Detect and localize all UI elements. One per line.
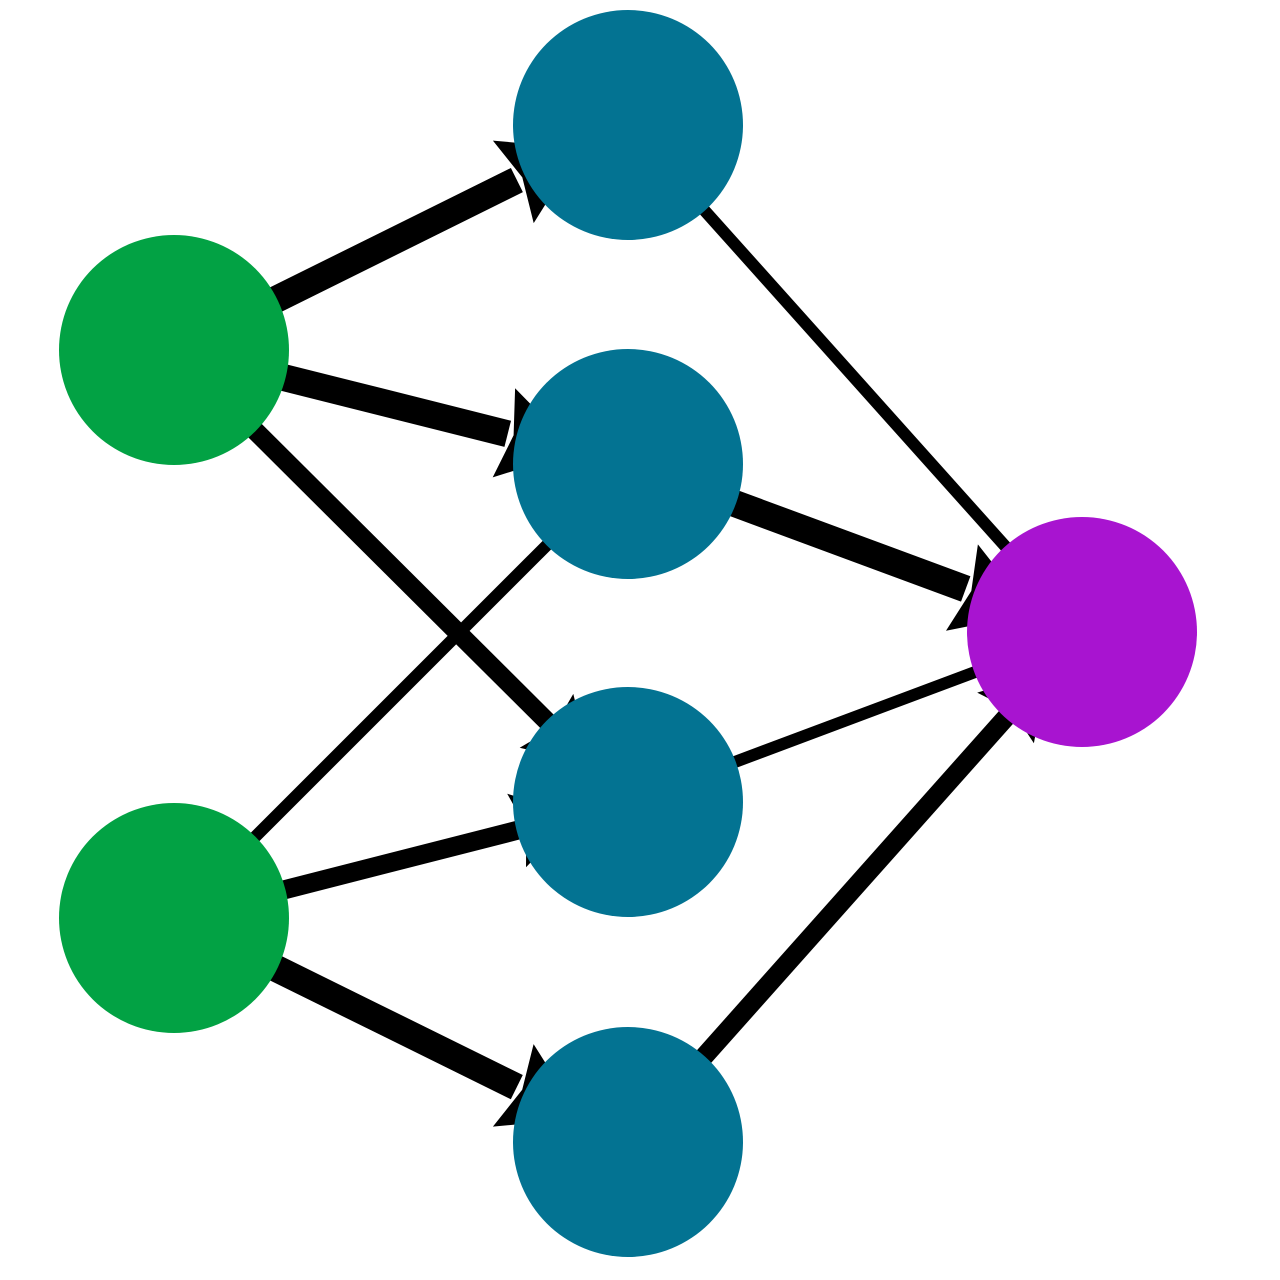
node-input-1 (59, 235, 289, 465)
edge-line (274, 362, 512, 447)
node-output-1 (967, 517, 1197, 747)
edge-line (694, 200, 1022, 564)
edge-line (263, 953, 523, 1100)
edge-line (275, 820, 523, 901)
node-layer (59, 10, 1197, 1257)
node-hidden-4 (513, 1027, 743, 1257)
edge-line (692, 708, 1016, 1069)
edge-line (263, 167, 523, 315)
edge-line (723, 488, 971, 602)
node-hidden-3 (513, 687, 743, 917)
node-input-2 (59, 803, 289, 1033)
node-hidden-1 (513, 10, 743, 240)
edge-line (243, 418, 557, 731)
node-hidden-2 (513, 349, 743, 579)
edge-line (245, 528, 564, 847)
edge-line (726, 660, 994, 771)
